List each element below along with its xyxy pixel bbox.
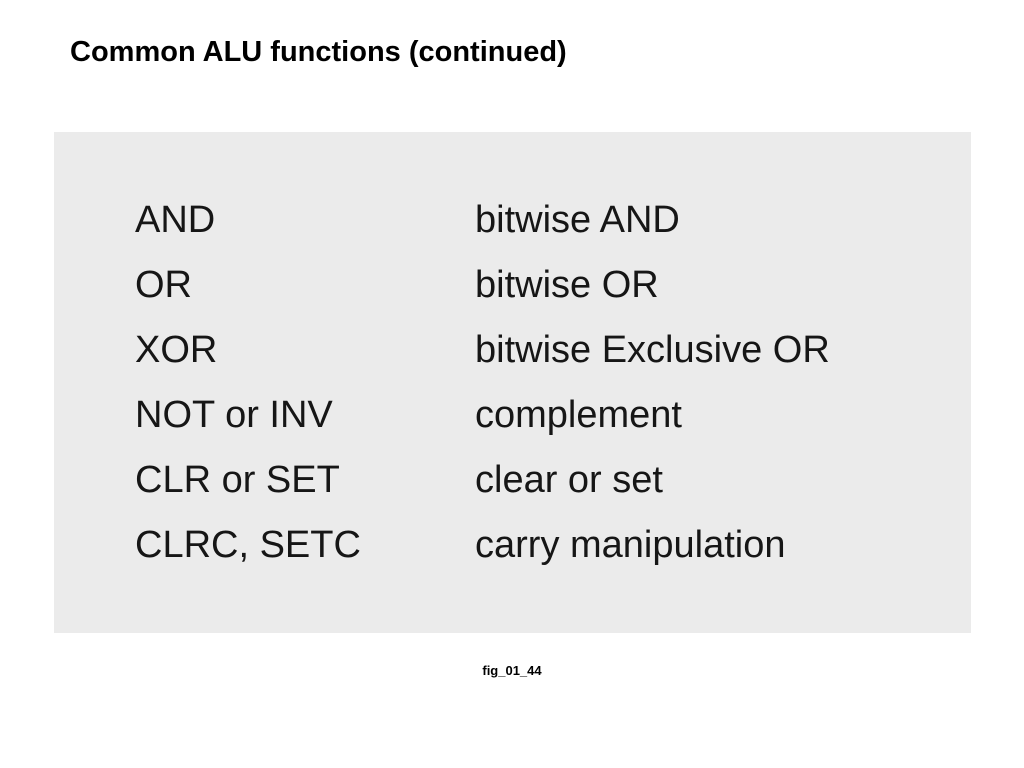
function-description: clear or set <box>475 459 663 501</box>
function-row-xor: XOR bitwise Exclusive OR <box>135 318 830 383</box>
function-row-or: OR bitwise OR <box>135 253 830 318</box>
function-row-not: NOT or INV complement <box>135 383 830 448</box>
function-description: bitwise AND <box>475 199 680 241</box>
function-description: carry manipulation <box>475 524 786 566</box>
function-name: OR <box>135 264 192 306</box>
function-row-and: AND bitwise AND <box>135 188 830 253</box>
function-name: NOT or INV <box>135 394 333 436</box>
function-description: complement <box>475 394 682 436</box>
figure-caption: fig_01_44 <box>482 663 542 678</box>
function-name: CLRC, SETC <box>135 524 361 566</box>
figure-panel: AND bitwise AND OR bitwise OR XOR bitwis… <box>54 132 971 633</box>
function-description: bitwise Exclusive OR <box>475 329 830 371</box>
alu-function-list: AND bitwise AND OR bitwise OR XOR bitwis… <box>135 188 830 578</box>
function-name: CLR or SET <box>135 459 340 501</box>
function-name: AND <box>135 199 216 241</box>
function-name: XOR <box>135 329 218 371</box>
slide-title: Common ALU functions (continued) <box>70 36 567 68</box>
function-row-clrc: CLRC, SETC carry manipulation <box>135 513 830 578</box>
function-description: bitwise OR <box>475 264 659 306</box>
function-row-clr: CLR or SET clear or set <box>135 448 830 513</box>
